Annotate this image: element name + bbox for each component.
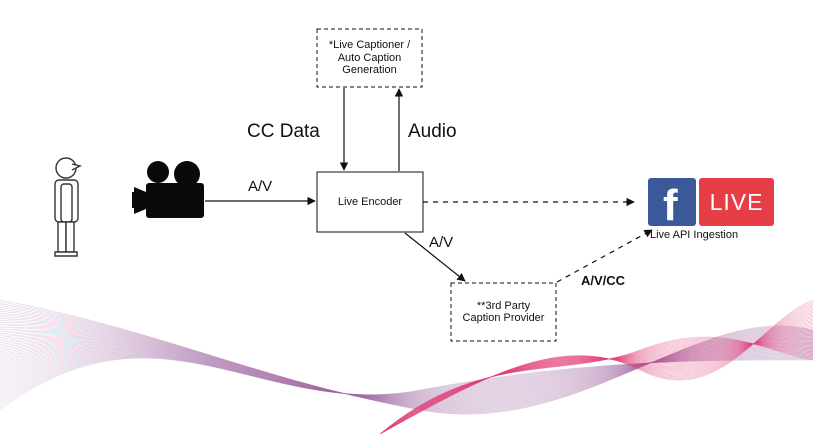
av-encoder-out-label: A/V	[429, 234, 454, 251]
audio-label: Audio	[408, 121, 457, 142]
encoder-box	[316, 171, 424, 233]
third-party-to-facebook-arrow	[556, 229, 653, 283]
video-camera-icon	[132, 161, 204, 218]
third-party-box	[450, 282, 557, 342]
ingestion-label: Live API Ingestion	[650, 229, 739, 241]
av-camera-label: A/V	[248, 178, 273, 195]
person-icon	[54, 157, 83, 257]
live-badge: LIVE	[699, 178, 774, 226]
cc-data-label: CC Data	[247, 121, 320, 142]
facebook-f-icon: f	[648, 178, 696, 230]
av-cc-label: A/V/CC	[581, 273, 626, 288]
third-party-label: **3rd Party Caption Provider	[462, 299, 545, 325]
captioner-box	[316, 28, 423, 88]
encoder-label: Live Encoder	[337, 195, 403, 208]
encoder-to-third-party-arrow	[404, 232, 466, 282]
facebook-live-logo: f LIVE	[648, 178, 774, 230]
captioner-label: *Live Captioner / Auto Caption Generatio…	[328, 39, 411, 77]
